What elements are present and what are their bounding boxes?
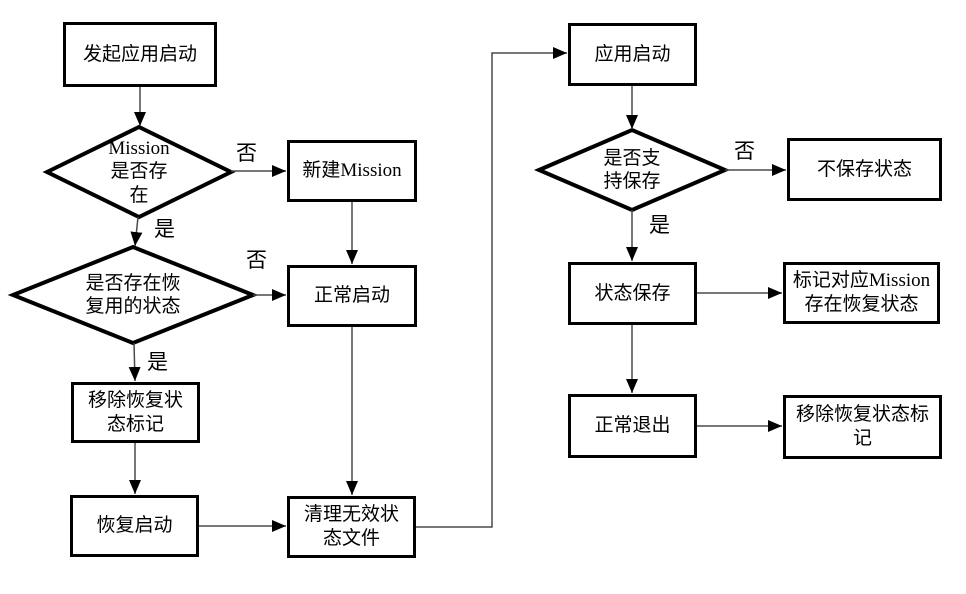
- decision-supports-save-shape: [533, 127, 731, 213]
- node-clean-invalid-state-files: 清理无效状 态文件: [287, 496, 416, 558]
- edge-label-mission-exists-yes: 是: [154, 217, 175, 241]
- node-new-mission: 新建Mission: [287, 140, 417, 202]
- node-remove-recovery-mark: 移除恢复状 态标记: [71, 382, 200, 443]
- node-normal-start: 正常启动: [287, 265, 417, 327]
- node-remove-recovery-mark-2: 移除恢复状态标 记: [783, 395, 942, 459]
- edge-label-supports-save-no: 否: [734, 139, 755, 163]
- edge-label-mission-exists-no: 否: [236, 141, 257, 165]
- node-no-save-state: 不保存状态: [787, 138, 942, 201]
- connector-clean-files-to-app-start: [416, 47, 567, 528]
- decision-mission-exists-shape: [42, 124, 236, 220]
- edge-label-has-recovery-no: 否: [246, 248, 267, 272]
- node-app-start: 应用启动: [568, 23, 697, 86]
- edge-label-has-recovery-yes: 是: [147, 350, 168, 374]
- node-save-state: 状态保存: [568, 262, 697, 325]
- node-mark-mission-recovery: 标记对应Mission 存在恢复状态: [783, 262, 940, 324]
- node-start: 发起应用启动: [63, 22, 217, 87]
- node-normal-exit: 正常退出: [568, 394, 697, 458]
- connector-mission-exists-yes-to-has-recovery: [130, 216, 143, 247]
- edge-label-supports-save-yes: 是: [649, 213, 670, 237]
- connector-has-recovery-yes-to-remove-mark: [128, 342, 141, 382]
- decision-has-recovery-state-shape: [7, 244, 259, 346]
- node-recovery-start: 恢复启动: [70, 495, 199, 557]
